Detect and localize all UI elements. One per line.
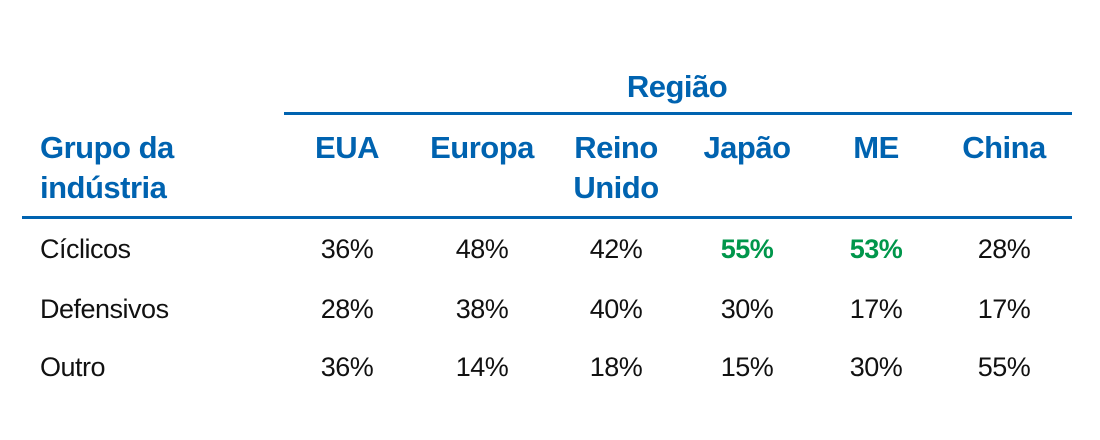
- column-header: Europa: [430, 130, 534, 165]
- column-header: Japão: [703, 130, 791, 165]
- header-rule: [22, 216, 1072, 219]
- table-cell: 14%: [455, 352, 509, 382]
- region-spanner-header: Região: [626, 69, 728, 104]
- table-cell: 36%: [320, 234, 374, 264]
- table-cell: 28%: [977, 234, 1031, 264]
- table-cell: 18%: [589, 352, 643, 382]
- row-header: Grupo da indústria: [40, 130, 174, 205]
- table-cell: 53%: [849, 234, 903, 264]
- row-label: Cíclicos: [40, 234, 131, 264]
- table-cell: 38%: [455, 294, 509, 324]
- column-header: Reino Unido: [573, 130, 659, 205]
- table-cell: 17%: [977, 294, 1031, 324]
- table-cell: 42%: [589, 234, 643, 264]
- table-cell: 30%: [720, 294, 774, 324]
- column-header: ME: [853, 130, 899, 165]
- row-label: Outro: [40, 352, 106, 382]
- column-header: China: [962, 130, 1046, 165]
- table-cell: 48%: [455, 234, 509, 264]
- table-cell: 40%: [589, 294, 643, 324]
- column-header: EUA: [315, 130, 379, 165]
- region-rule: [284, 112, 1072, 115]
- table-cell: 55%: [977, 352, 1031, 382]
- row-label: Defensivos: [40, 294, 169, 324]
- table-cell: 30%: [849, 352, 903, 382]
- table-cell: 36%: [320, 352, 374, 382]
- table-cell: 15%: [720, 352, 774, 382]
- table-cell: 55%: [720, 234, 774, 264]
- table-cell: 17%: [849, 294, 903, 324]
- table-cell: 28%: [320, 294, 374, 324]
